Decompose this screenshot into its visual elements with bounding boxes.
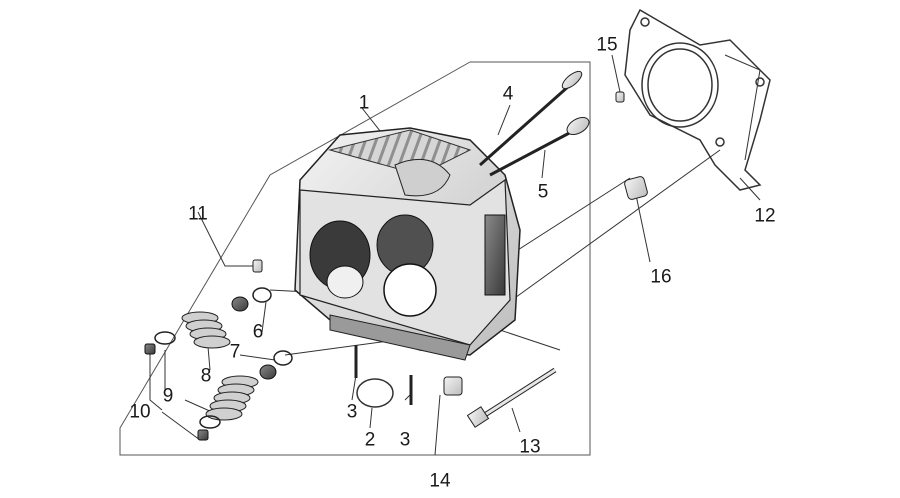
callout-4: 4 bbox=[502, 83, 514, 105]
head-gasket bbox=[624, 8, 771, 191]
stud-bolts bbox=[354, 345, 413, 405]
callout-1: 1 bbox=[358, 92, 370, 114]
callout-10: 10 bbox=[129, 401, 151, 423]
callout-2: 2 bbox=[364, 429, 376, 451]
assembly-outline bbox=[119, 61, 591, 456]
dowel-bushing bbox=[624, 176, 648, 200]
valve-spring-lower bbox=[205, 375, 259, 421]
callout-8: 8 bbox=[200, 365, 212, 387]
oil-plug bbox=[443, 376, 463, 396]
valve-spring-upper bbox=[181, 311, 231, 349]
callout-9: 9 bbox=[162, 385, 174, 407]
cylinder-head bbox=[294, 127, 521, 361]
callout-11: 11 bbox=[188, 203, 208, 225]
callout-12: 12 bbox=[754, 205, 776, 227]
spring-seats bbox=[252, 287, 293, 366]
callout-5: 5 bbox=[537, 181, 549, 203]
o-ring bbox=[356, 378, 394, 408]
exhaust-valve bbox=[489, 116, 590, 177]
callout-7: 7 bbox=[229, 341, 241, 363]
callout-16: 16 bbox=[650, 266, 672, 288]
dowel-pin bbox=[615, 91, 625, 103]
valve-cotters bbox=[144, 343, 209, 441]
spring-retainer bbox=[154, 331, 221, 429]
callout-15: 15 bbox=[596, 34, 618, 56]
long-bolt bbox=[466, 367, 557, 428]
intake-valve bbox=[479, 70, 583, 167]
callout-3a: 3 bbox=[346, 401, 358, 423]
callout-14: 14 bbox=[429, 470, 451, 492]
small-bolt bbox=[252, 259, 263, 273]
callout-13: 13 bbox=[519, 436, 541, 458]
callout-6: 6 bbox=[252, 321, 264, 343]
callout-3b: 3 bbox=[399, 429, 411, 451]
valve-stem-seals bbox=[231, 296, 277, 380]
